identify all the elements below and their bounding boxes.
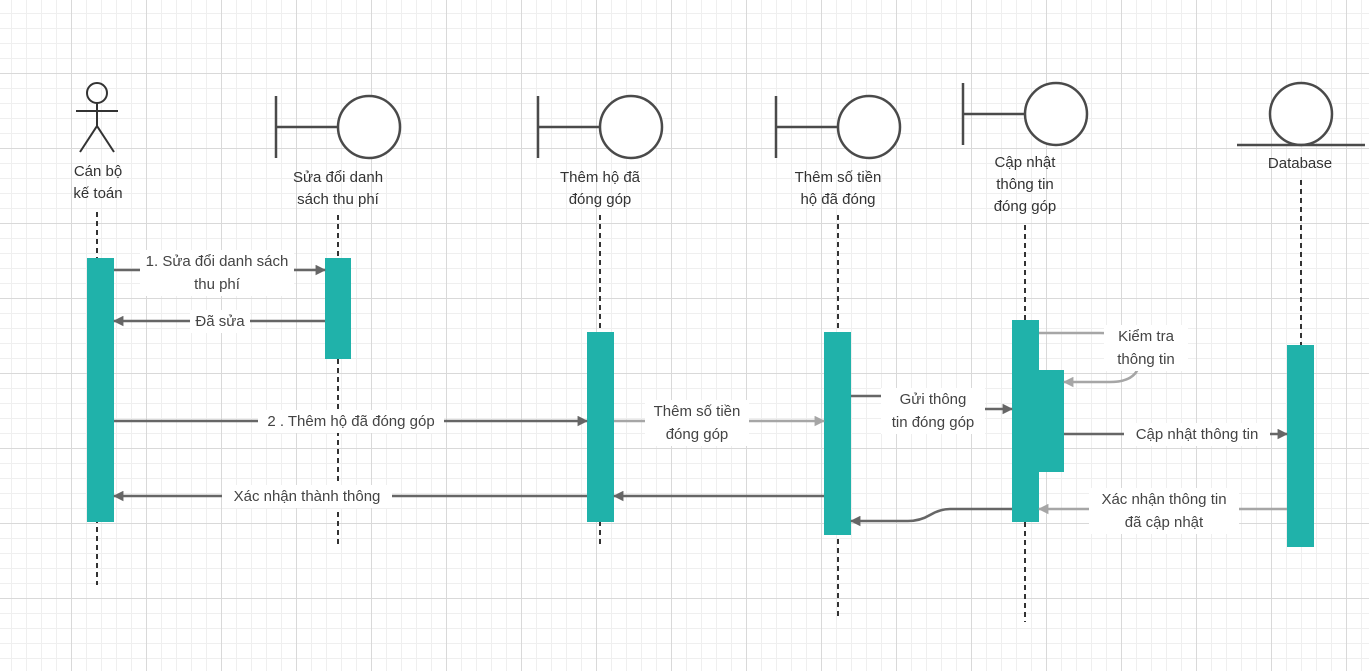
participant-label-database: Database [1267,155,1333,172]
activation-bar-cap-nhat-nested [1039,370,1064,472]
message-label-m7: Cập nhật thông tin [1124,423,1270,446]
boundary-icon-cap-nhat [961,81,1089,147]
message-label-m5: Gửi thông tin đóng góp [881,388,985,434]
participant-label-actor: Cán bộ kế toán [73,163,123,202]
message-label-m6: Kiểm tra thông tin [1104,325,1188,371]
activation-bar-sua-doi [325,258,351,359]
activation-bar-cap-nhat [1012,320,1039,522]
message-label-m8: Xác nhận thành thông [222,485,392,508]
message-label-m2: Đã sửa [190,310,250,333]
participant-label-cap-nhat: Cập nhật thông tin đóng góp [993,154,1057,215]
activation-bar-actor [87,258,114,522]
activation-bar-database [1287,345,1314,547]
participant-label-them-so-tien: Thêm số tiền hộ đã đóng [794,169,882,208]
boundary-icon-them-ho [536,94,664,160]
message-label-m4: Thêm số tiền đóng góp [645,400,749,446]
arrow-m10 [849,507,1012,527]
message-label-m9: Xác nhận thông tin đã cập nhật [1089,488,1239,534]
activation-bar-them-ho [587,332,614,522]
activation-bar-them-so-tien [824,332,851,535]
actor-icon [76,82,118,153]
message-label-m1: 1. Sửa đổi danh sách thu phí [140,250,294,296]
entity-icon-database [1237,81,1365,147]
boundary-icon-them-so-tien [774,94,902,160]
participant-label-sua-doi: Sửa đổi danh sách thu phí [292,169,384,208]
boundary-icon-sua-doi [274,94,402,160]
participant-label-them-ho: Thêm hộ đã đóng góp [559,169,641,208]
message-label-m3: 2 . Thêm hộ đã đóng góp [258,410,444,433]
